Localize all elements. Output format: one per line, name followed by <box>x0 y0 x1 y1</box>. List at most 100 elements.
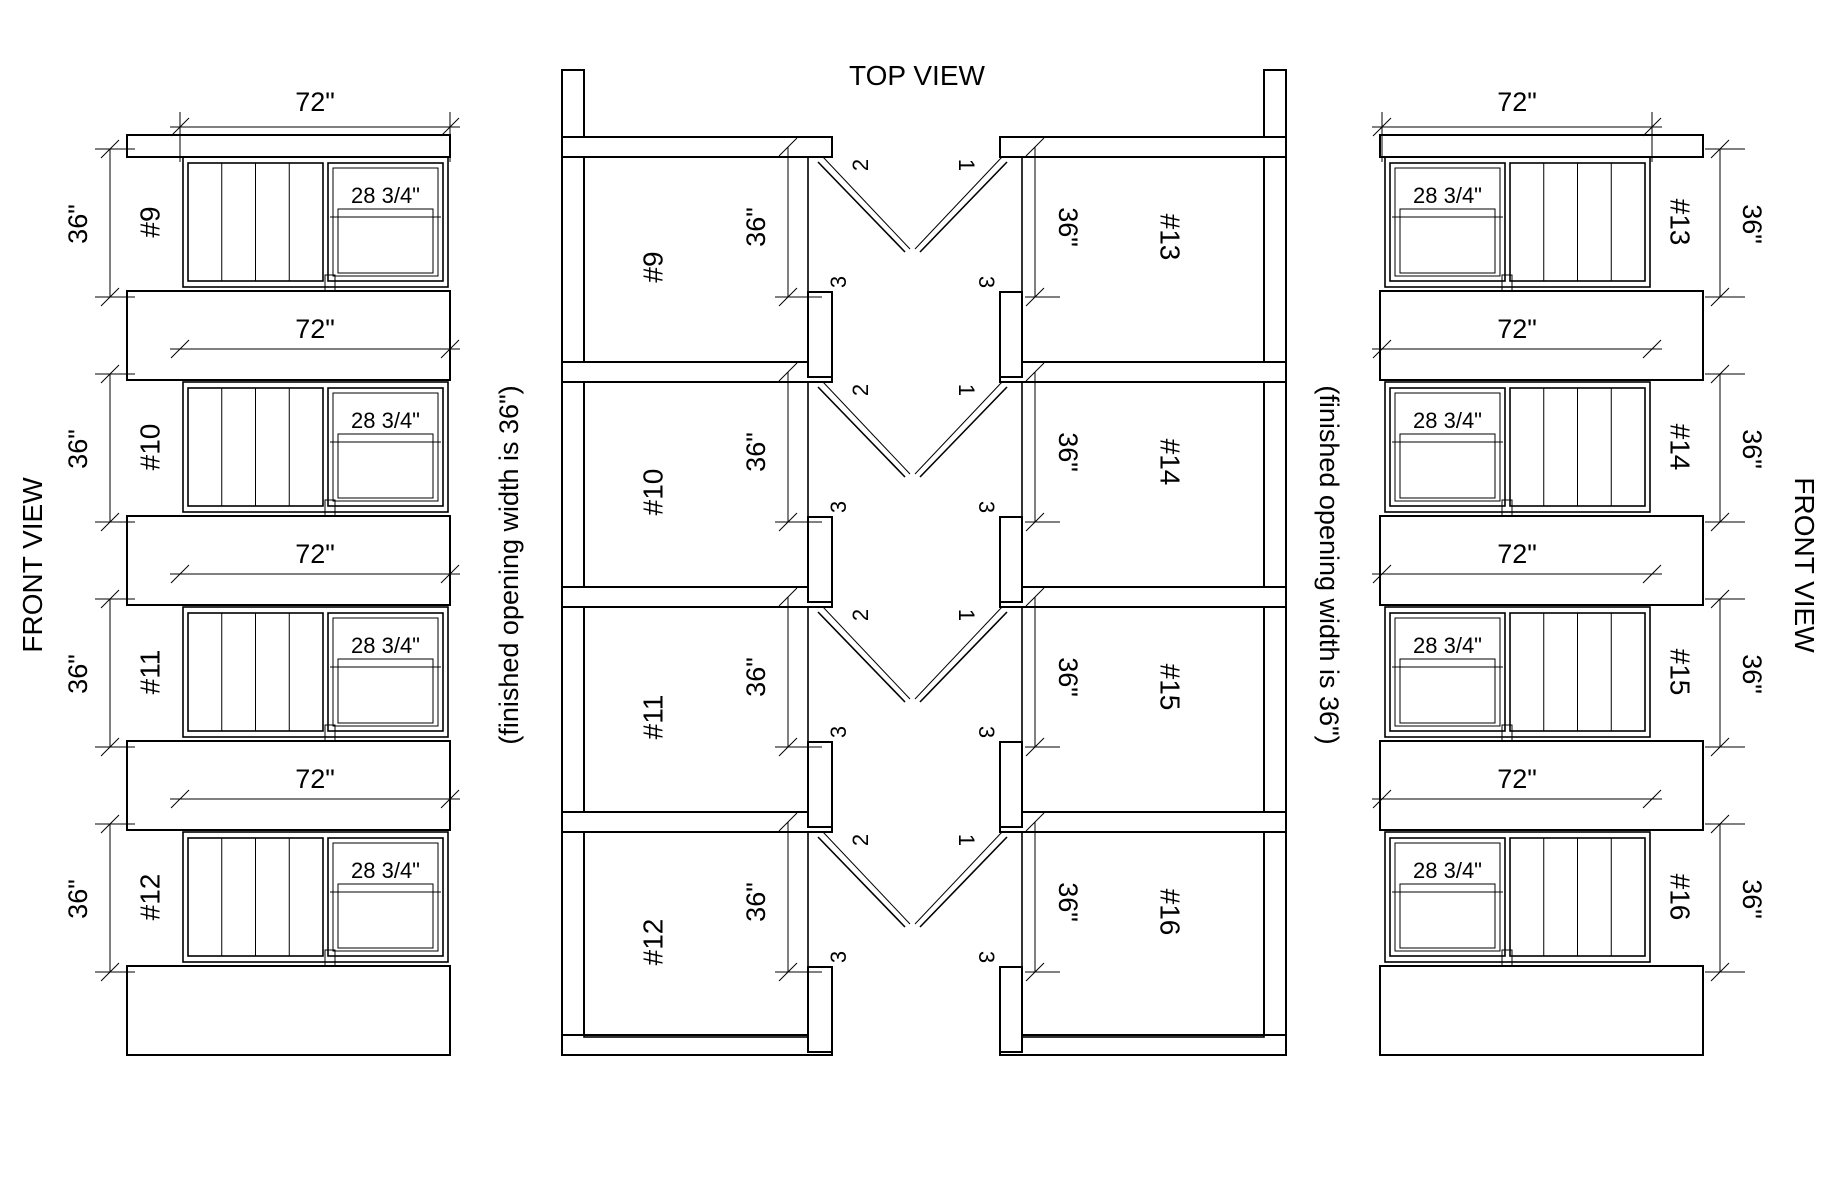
door-marker-2: 2 <box>848 384 873 396</box>
outer-wall-right <box>1263 69 1287 1056</box>
door-marker-2: 2 <box>848 159 873 171</box>
panel-frame <box>327 162 444 282</box>
panel-inner <box>332 617 439 727</box>
opening-dim-left: 36" <box>741 207 771 247</box>
bottom-wall-right <box>999 1034 1287 1056</box>
separator-left <box>561 136 833 158</box>
room-left <box>583 606 809 813</box>
door-marker-3-right: 3 <box>974 276 999 288</box>
panel-frame <box>1389 387 1506 507</box>
latch <box>1501 274 1513 292</box>
opening-height-dim: 36" <box>1737 429 1767 469</box>
wall-width-dim: 72" <box>295 764 335 794</box>
panel-dots <box>1399 208 1496 274</box>
opening-height-dim: 36" <box>1737 654 1767 694</box>
panel-inner <box>1394 167 1501 277</box>
room-left <box>583 381 809 588</box>
opening-height-dim: 36" <box>63 654 93 694</box>
door-marker-3-left: 3 <box>826 951 851 963</box>
panel-dots <box>1399 658 1496 724</box>
front-wall-band <box>126 290 451 381</box>
return-wall-left <box>807 741 833 828</box>
room-right <box>1021 831 1265 1038</box>
return-wall-left <box>807 966 833 1053</box>
front-view-title-right: FRONT VIEW <box>1789 477 1820 653</box>
opening-height-dim: 36" <box>1737 879 1767 919</box>
unit-frame <box>1384 381 1651 513</box>
unit-label: #14 <box>1665 424 1696 471</box>
wall-width-dim: 72" <box>295 314 335 344</box>
latch <box>1501 949 1513 967</box>
room-right <box>1021 156 1265 363</box>
panel-dots <box>1399 433 1496 499</box>
opening-height-dim: 36" <box>63 204 93 244</box>
return-wall-left <box>807 516 833 603</box>
panel-width-dim: 28 3/4" <box>351 858 420 883</box>
separator-right <box>999 586 1287 608</box>
panel-dots <box>337 433 434 499</box>
front-wall-band <box>126 515 451 606</box>
unit-frame <box>182 381 449 513</box>
wall-width-dim: 72" <box>1497 539 1537 569</box>
panel-width-dim: 28 3/4" <box>351 408 420 433</box>
door-marker-1: 1 <box>954 834 979 846</box>
top-view-title: TOP VIEW <box>849 60 985 91</box>
front-wall-band <box>1379 290 1704 381</box>
panel-frame <box>327 612 444 732</box>
panel-dots <box>337 883 434 949</box>
panel-width-dim: 28 3/4" <box>1413 633 1482 658</box>
door-marker-1: 1 <box>954 159 979 171</box>
door-marker-1: 1 <box>954 609 979 621</box>
door-marker-2: 2 <box>848 609 873 621</box>
room-label-left: #11 <box>637 695 668 740</box>
unit-label: #12 <box>134 874 165 921</box>
panel-inner <box>332 392 439 502</box>
panel-width-dim: 28 3/4" <box>1413 183 1482 208</box>
room-label-right: #15 <box>1155 664 1186 711</box>
front-view-title-left: FRONT VIEW <box>17 477 48 653</box>
room-right <box>1021 606 1265 813</box>
return-wall-right <box>999 516 1023 603</box>
latch <box>1501 499 1513 517</box>
unit-frame <box>182 156 449 288</box>
door-marker-3-right: 3 <box>974 501 999 513</box>
separator-right <box>999 136 1287 158</box>
unit-frame <box>182 831 449 963</box>
wall-width-dim: 72" <box>295 539 335 569</box>
latch <box>324 274 336 292</box>
front-wall-band <box>1379 515 1704 606</box>
panel-frame <box>327 837 444 957</box>
separator-right <box>999 361 1287 383</box>
unit-label: #15 <box>1665 649 1696 696</box>
return-wall-left <box>807 291 833 378</box>
panel-width-dim: 28 3/4" <box>351 633 420 658</box>
unit-frame <box>1384 606 1651 738</box>
room-label-left: #10 <box>637 469 668 516</box>
panel-inner <box>1394 392 1501 502</box>
opening-dim-right: 36" <box>1053 882 1083 922</box>
room-left <box>583 156 809 363</box>
panel-dots <box>1399 883 1496 949</box>
return-wall-right <box>999 291 1023 378</box>
bottom-wall-left <box>561 1034 833 1056</box>
unit-frame <box>1384 156 1651 288</box>
latch <box>324 949 336 967</box>
opening-note-left: (finished opening width is 36") <box>494 385 524 744</box>
door-marker-1: 1 <box>954 384 979 396</box>
door-marker-3-left: 3 <box>826 276 851 288</box>
latch <box>324 499 336 517</box>
unit-label: #16 <box>1665 874 1696 921</box>
unit-label: #9 <box>134 206 165 237</box>
separator-right <box>999 811 1287 833</box>
panel-inner <box>1394 617 1501 727</box>
opening-dim-left: 36" <box>741 882 771 922</box>
separator-left <box>561 586 833 608</box>
outer-wall-left <box>561 69 585 1056</box>
front-top-slab <box>1379 134 1704 158</box>
wall-width-dim-top: 72" <box>295 87 335 117</box>
wall-width-dim-top: 72" <box>1497 87 1537 117</box>
opening-dim-left: 36" <box>741 432 771 472</box>
opening-note-right: (finished opening width is 36") <box>1314 385 1344 744</box>
